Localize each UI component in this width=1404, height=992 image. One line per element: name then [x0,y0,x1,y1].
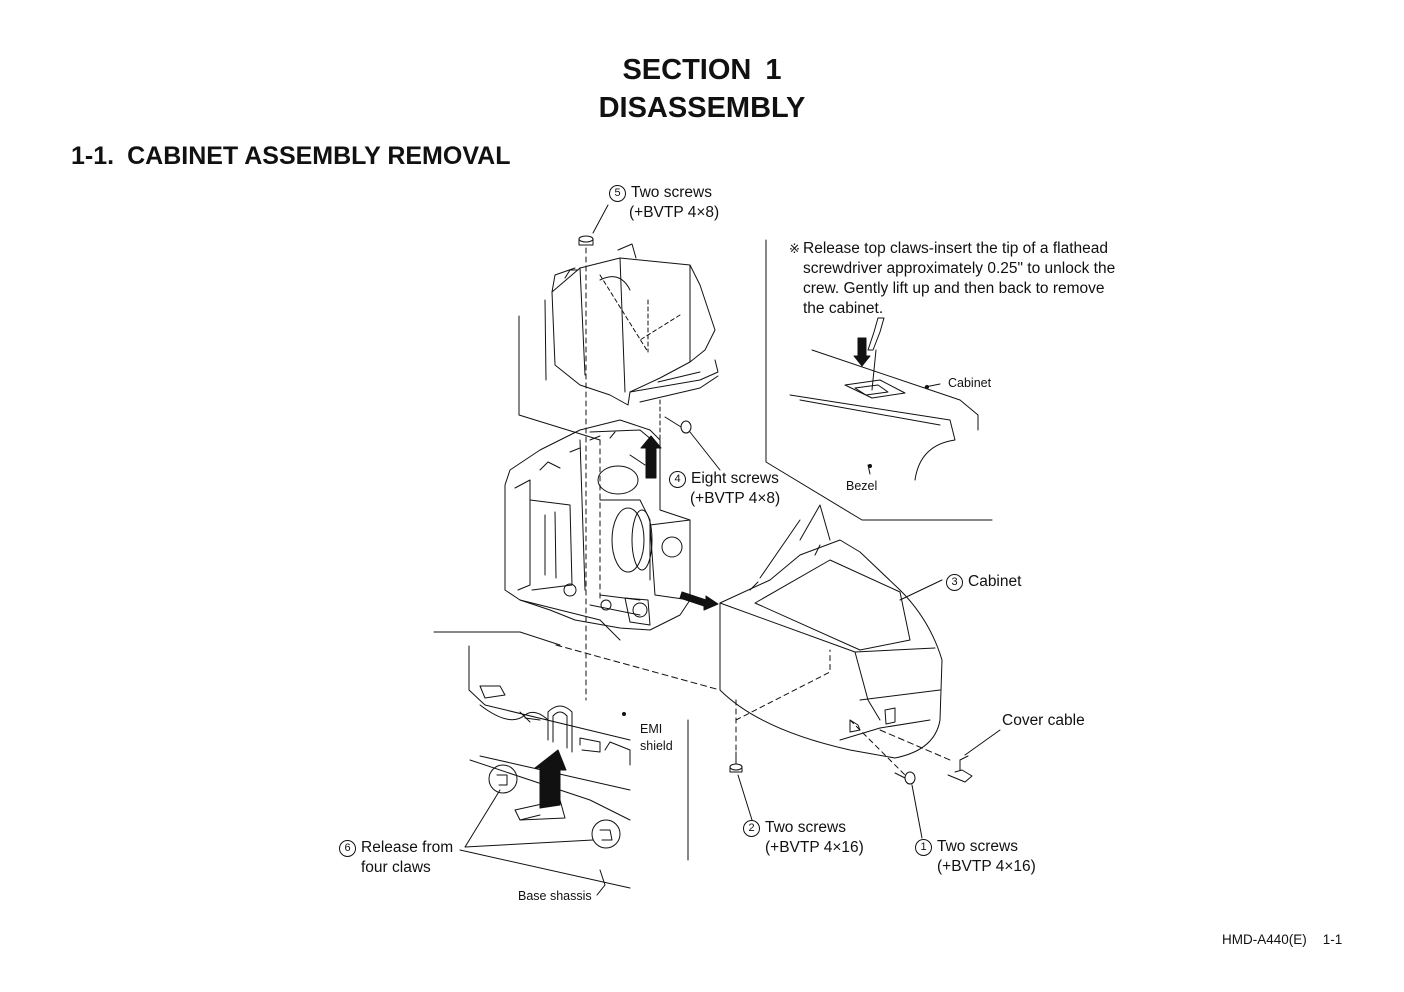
frame-line [434,632,560,645]
subsection-title: CABINET ASSEMBLY REMOVAL [127,142,511,170]
guide-line [556,645,720,690]
step-number-5: 5 [609,185,626,202]
step-5-text: Two screws [631,184,712,201]
screw-1 [895,772,922,838]
step-6-text: Release from [361,839,454,856]
claw-detail [766,240,992,520]
callout-step-2: 2 Two screws (+BVTP 4×16) [743,818,864,858]
screw-5 [579,205,608,700]
leader-line [465,790,593,847]
step-5-spec: (+BVTP 4×8) [629,204,720,221]
cabinet [720,505,942,758]
guide-line [880,730,950,760]
bezel-leader-dot [869,465,872,468]
guide-line [850,720,905,775]
step-number-2: 2 [743,820,760,837]
cover-cable-part [948,730,1000,782]
label-emi-shield: EMI shield [640,721,673,755]
emi-leader-dot [623,713,626,716]
page-title: DISASSEMBLY [598,92,806,124]
step-2-spec: (+BVTP 4×16) [765,839,864,856]
step-4-text: Eight screws [691,470,779,487]
model-number: HMD-A440(E) [1222,932,1307,947]
step-1-spec: (+BVTP 4×16) [937,858,1036,875]
top-shield [545,244,718,405]
step-6-detail: four claws [361,859,431,876]
step-number-1: 1 [915,839,932,856]
step-3-text: Cabinet [968,573,1022,590]
label-base-chassis: Base shassis [518,889,592,903]
label-bezel: Bezel [846,479,878,493]
pull-arrow-icon [680,592,718,610]
step-number-3: 3 [946,574,963,591]
callout-step-5: 5 Two screws (+BVTP 4×8) [609,183,719,223]
callout-step-6: 6 Release from four claws [339,838,453,878]
frame-line [519,316,600,440]
callout-step-3: 3 Cabinet [946,572,1021,592]
base-chassis [460,750,630,895]
note-line: Release top claws-insert the tip of a fl… [803,240,1109,257]
lift-arrow-icon [641,436,661,478]
emi-text: EMI [640,722,663,736]
step-1-text: Two screws [937,838,1018,855]
guide-line [736,650,830,720]
step-4-spec: (+BVTP 4×8) [690,490,781,507]
shield-text: shield [640,739,673,753]
callout-step-4: 4 Eight screws (+BVTP 4×8) [669,469,780,509]
note-line: crew. Gently lift up and then back to re… [803,280,1105,297]
reference-mark: ※ [789,241,800,256]
label-cover-cable: Cover cable [1002,712,1085,729]
emi-shield [469,646,688,860]
subsection-number: 1-1. [71,142,115,170]
chassis [505,420,690,640]
screw-2 [730,752,752,820]
page-number: 1-1 [1322,932,1343,947]
step-2-text: Two screws [765,819,846,836]
step-number-6: 6 [339,840,356,857]
note-line: the cabinet. [803,300,884,317]
step-number-4: 4 [669,471,686,488]
note-line: screwdriver approximately 0.25" to unloc… [803,260,1116,277]
section-heading: SECTION 1 [622,54,782,86]
cabinet-leader-dot [926,386,929,389]
subsection-heading: 1-1. CABINET ASSEMBLY REMOVAL [71,142,510,171]
screw-4 [665,417,720,470]
label-cabinet-detail: Cabinet [948,376,992,390]
claw-release-note: ※ Release top claws-insert the tip of a … [789,239,1149,319]
callout-step-1: 1 Two screws (+BVTP 4×16) [915,837,1036,877]
page-footer: HMD-A440(E) 1-1 [1222,932,1342,947]
